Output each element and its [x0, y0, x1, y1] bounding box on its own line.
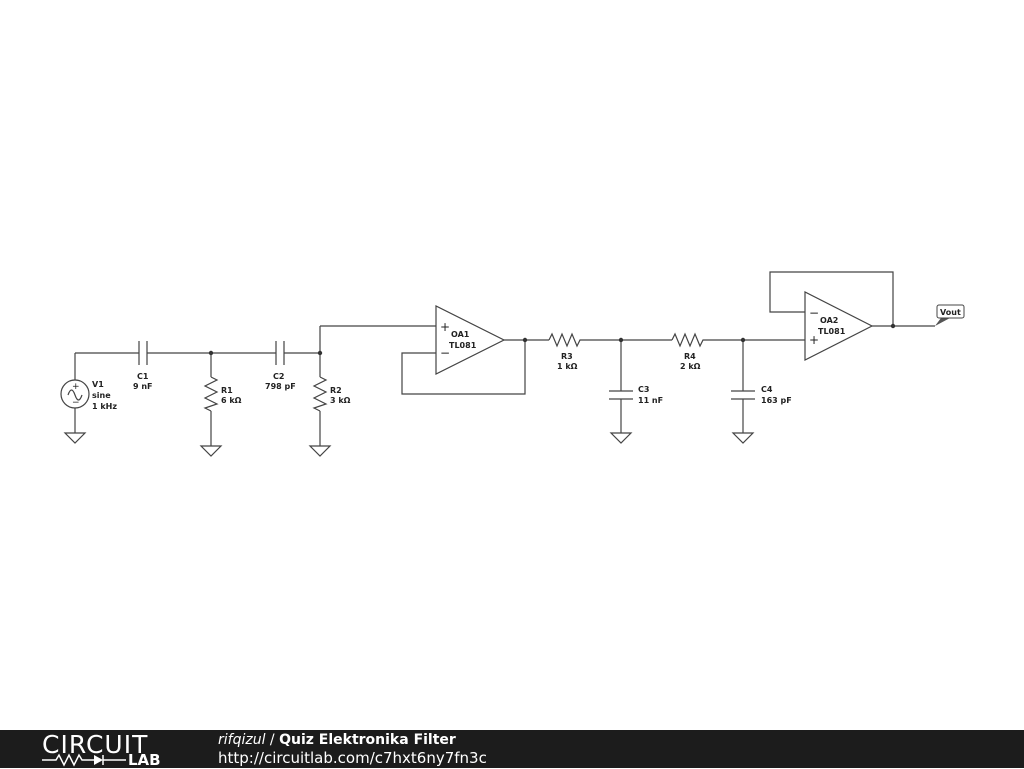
- r1-resistor: R1 6 kΩ: [203, 376, 242, 412]
- v1-sine-source: + − V1 sine 1 kHz: [60, 379, 117, 411]
- r4-ref-label: R4: [684, 352, 696, 361]
- oa1-opamp: + − OA1 TL081: [435, 305, 506, 375]
- vout-label-text: Vout: [940, 308, 961, 317]
- ground-icon: [199, 445, 223, 457]
- r1-value-label: 6 kΩ: [221, 396, 242, 405]
- c1-capacitor: C1 9 nF: [133, 341, 153, 391]
- oa2-ref-label: OA2: [820, 316, 838, 325]
- c2-value-label: 798 pF: [265, 382, 296, 391]
- oa1-ref-label: OA1: [451, 330, 470, 339]
- logo-word-circuit: CIRCUIT: [42, 730, 149, 759]
- r3-value-label: 1 kΩ: [557, 362, 578, 371]
- ground-icon: [609, 432, 633, 444]
- v1-type-label: sine: [92, 391, 111, 400]
- circuit-schematic: + − V1 sine 1 kHz C1 9 nF R1 6 kΩ C2 798…: [60, 271, 965, 457]
- c3-value-label: 11 nF: [638, 396, 663, 405]
- resistor-zigzag: [671, 332, 706, 348]
- c3-ref-label: C3: [638, 385, 649, 394]
- vout-output-label: Vout: [935, 304, 965, 326]
- oa2-plus-sign: +: [809, 333, 819, 347]
- c4-ref-label: C4: [761, 385, 773, 394]
- r2-value-label: 3 kΩ: [330, 396, 351, 405]
- oa1-feedback-wire: [401, 340, 526, 395]
- resistor-zigzag: [312, 376, 328, 412]
- oa1-plus-sign: +: [440, 320, 450, 334]
- sine-wave-glyph: [67, 389, 83, 401]
- opamp-triangle-icon: [804, 291, 874, 361]
- circuit-url-link[interactable]: http://circuitlab.com/c7hxt6ny7fn3c: [218, 749, 487, 767]
- sine-source-icon: [60, 379, 90, 409]
- logo-word-lab: LAB: [128, 751, 161, 769]
- resistor-zigzag: [548, 332, 583, 348]
- junction-node: [208, 350, 214, 356]
- wires: [74, 271, 935, 446]
- opamp-triangle-icon: [435, 305, 506, 375]
- c4-capacitor: C4 163 pF: [731, 385, 792, 405]
- footer-bar: CIRCUIT LAB rifqizul / Quiz Elektronika …: [0, 730, 1024, 768]
- r2-resistor: R2 3 kΩ: [312, 376, 351, 412]
- r4-resistor: R4 2 kΩ: [671, 332, 706, 371]
- junction-node: [890, 323, 896, 329]
- r4-value-label: 2 kΩ: [680, 362, 701, 371]
- c4-value-label: 163 pF: [761, 396, 792, 405]
- junction-node: [522, 337, 528, 343]
- junction-node: [618, 337, 624, 343]
- oa1-minus-sign: −: [440, 346, 450, 360]
- title-separator: /: [265, 732, 280, 748]
- oa1-part-label: TL081: [449, 341, 477, 350]
- oa2-opamp: − + OA2 TL081: [804, 291, 874, 361]
- c1-ref-label: C1: [137, 372, 149, 381]
- junction-node: [317, 350, 323, 356]
- c2-capacitor: C2 798 pF: [265, 341, 296, 391]
- footer-title-line: rifqizul / Quiz Elektronika Filter: [218, 731, 487, 749]
- r3-resistor: R3 1 kΩ: [548, 332, 583, 371]
- resistor-zigzag: [203, 376, 219, 412]
- v1-value-label: 1 kHz: [92, 402, 117, 411]
- c1-value-label: 9 nF: [133, 382, 153, 391]
- grounds: [63, 432, 755, 457]
- vout-label-box: [936, 304, 965, 319]
- c2-ref-label: C2: [273, 372, 284, 381]
- v1-minus-sign: −: [72, 398, 80, 408]
- oa2-minus-sign: −: [809, 306, 819, 320]
- junctions: [208, 323, 896, 356]
- v1-ref-label: V1: [92, 380, 104, 389]
- circuitlab-logo[interactable]: CIRCUIT LAB: [42, 732, 182, 768]
- ground-icon: [308, 445, 332, 457]
- oa2-feedback-wire: [769, 271, 894, 326]
- v1-plus-sign: +: [72, 382, 80, 392]
- junction-node: [740, 337, 746, 343]
- r2-ref-label: R2: [330, 386, 342, 395]
- logo-resistor-diode-icon: [42, 753, 126, 767]
- oa2-part-label: TL081: [818, 327, 846, 336]
- output-arrow-icon: [935, 318, 950, 326]
- c3-capacitor: C3 11 nF: [609, 385, 663, 405]
- ground-icon: [731, 432, 755, 444]
- footer-credits: rifqizul / Quiz Elektronika Filter http:…: [218, 731, 487, 767]
- r3-ref-label: R3: [561, 352, 573, 361]
- ground-icon: [63, 432, 87, 444]
- author-link[interactable]: rifqizul: [218, 732, 266, 748]
- r1-ref-label: R1: [221, 386, 233, 395]
- circuit-title[interactable]: Quiz Elektronika Filter: [279, 732, 456, 748]
